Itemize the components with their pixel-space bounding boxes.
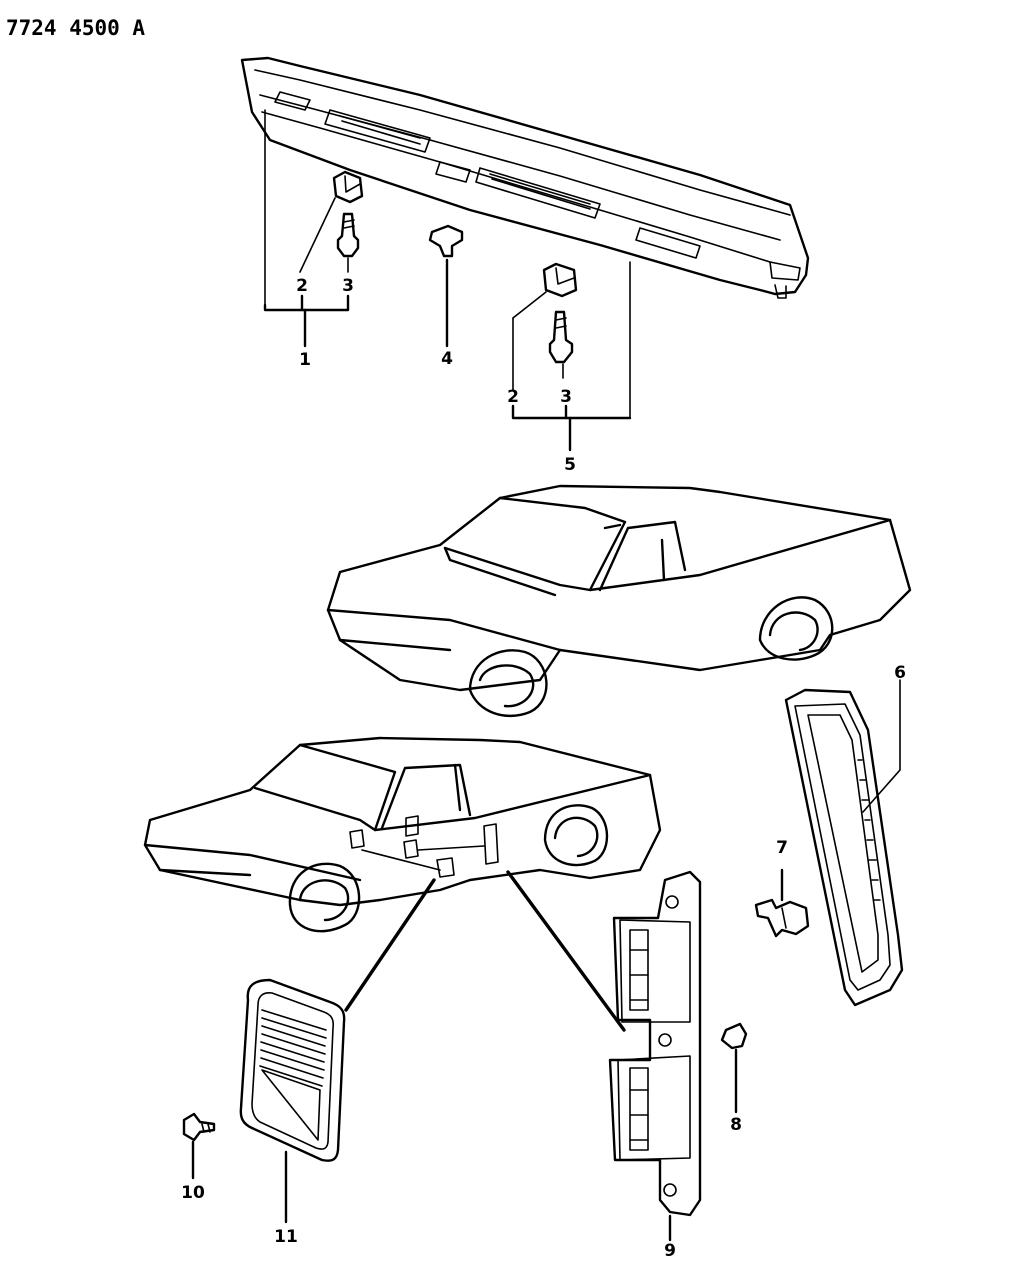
callout-3-right: 3: [560, 387, 572, 407]
callout-5: 5: [564, 455, 576, 475]
callout-1: 1: [299, 350, 311, 370]
drawing-reference-number: 7724 4500 A: [6, 16, 146, 40]
callout-9: 9: [664, 1241, 676, 1261]
callout-11: 11: [274, 1227, 298, 1247]
tapping-screw: [182, 1112, 216, 1142]
callout-8: 8: [730, 1115, 742, 1135]
screw-right: [548, 310, 574, 364]
side-lamp-lens: [239, 978, 346, 1162]
callout-7: 7: [776, 838, 788, 858]
garnish-clip: [754, 898, 810, 938]
callout-2-right: 2: [507, 387, 519, 407]
truck-lower-view: [143, 736, 662, 933]
callout-4: 4: [441, 349, 453, 369]
callout-10: 10: [181, 1183, 205, 1203]
clip-left: [332, 170, 364, 204]
truck-upper-view: [326, 484, 912, 717]
small-clip: [720, 1022, 748, 1050]
trim-panel: [240, 56, 810, 419]
clip-right: [542, 262, 578, 298]
push-clip: [428, 224, 464, 258]
garnish-strip: [784, 688, 904, 1007]
screw-left: [336, 212, 360, 258]
callout-6: 6: [894, 663, 906, 683]
lamp-bracket: [608, 870, 702, 1217]
callout-3-left: 3: [342, 276, 354, 296]
callout-2-left: 2: [296, 276, 308, 296]
